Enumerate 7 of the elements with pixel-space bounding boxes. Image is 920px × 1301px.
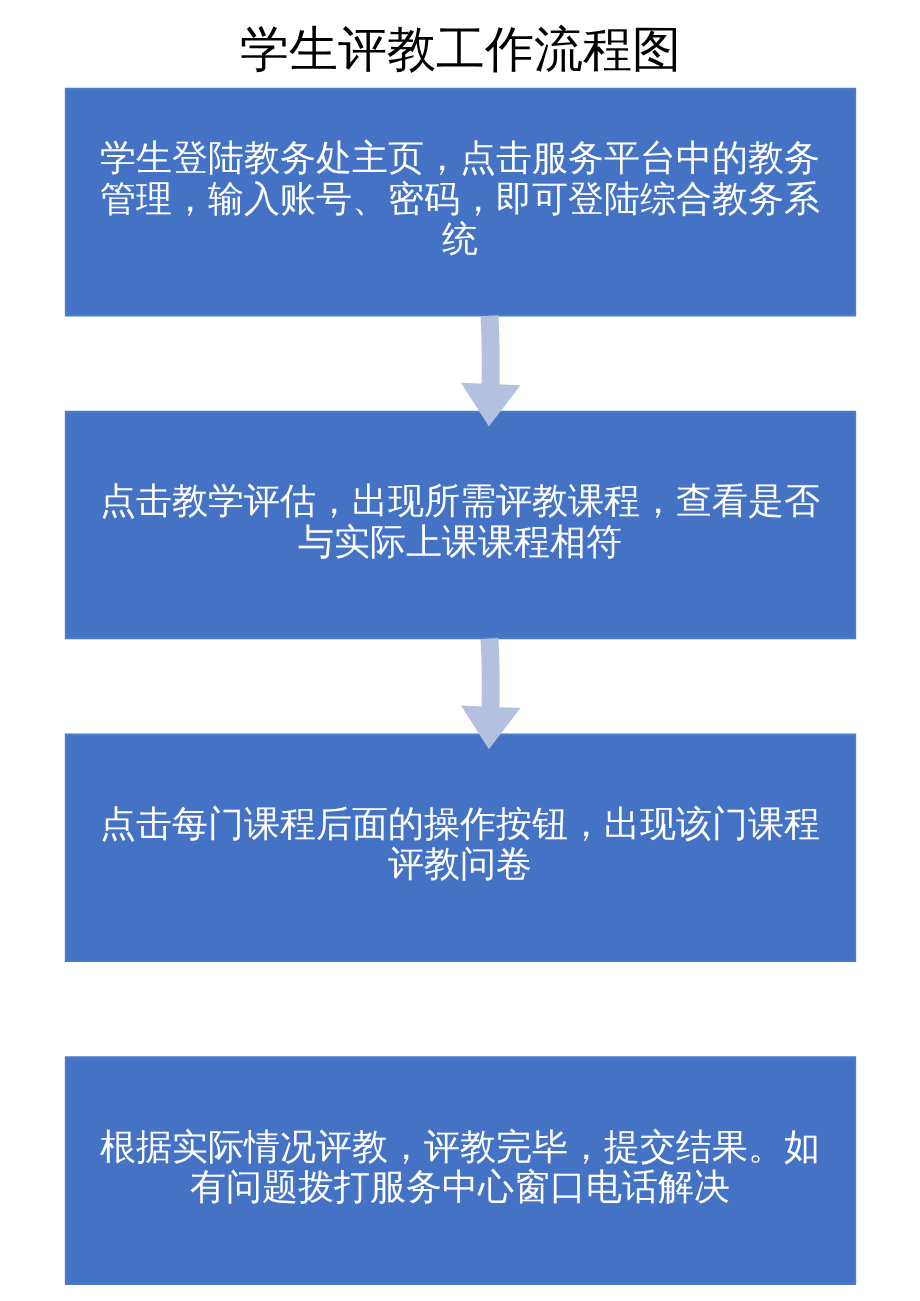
arrow	[460, 638, 520, 750]
node-box: 点击教学评估，出现所需评教课程，查看是否与实际上课课程相符	[64, 410, 856, 640]
arrow	[460, 315, 520, 427]
node-box: 学生登陆教务处主页，点击服务平台中的教务管理，输入账号、密码，即可登陆综合教务系统	[64, 87, 856, 317]
node-box: 根据实际情况评教，评教完毕，提交结果。如有问题拨打服务中心窗口电话解决	[64, 1056, 856, 1285]
node-box: 点击每门课程后面的操作按钮，出现该门课程评教问卷	[64, 733, 856, 963]
diagram-title: 学生评教工作流程图	[239, 19, 681, 78]
